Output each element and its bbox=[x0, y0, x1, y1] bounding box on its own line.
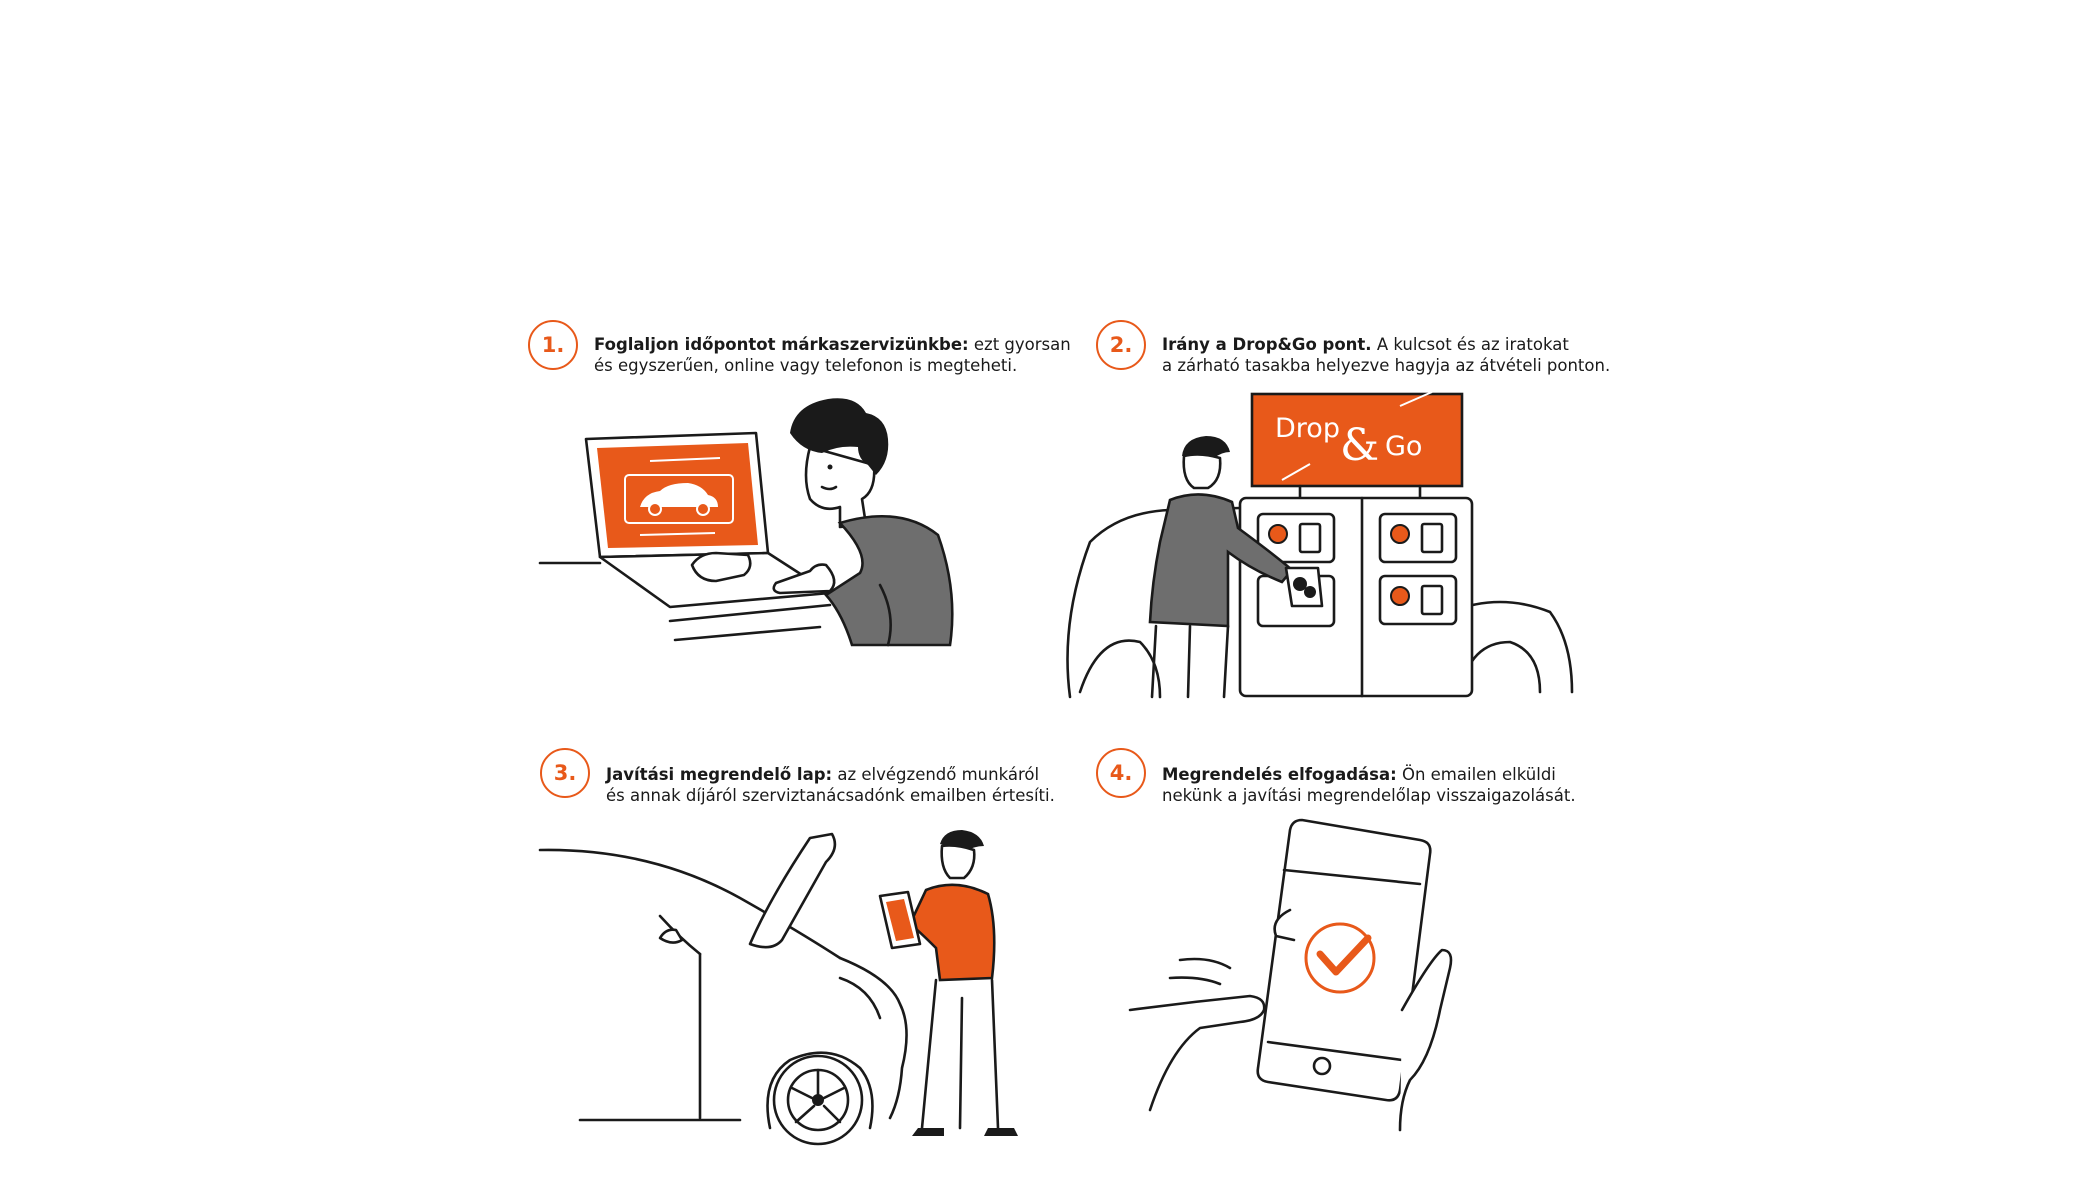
man-booking-on-laptop-illustration bbox=[538, 398, 954, 647]
sign-go-text: Go bbox=[1385, 431, 1422, 462]
step-text: Ön emailen elküldi bbox=[1396, 765, 1556, 784]
step-number-badge: 4. bbox=[1096, 748, 1146, 798]
step-title: Irány a Drop&Go pont. bbox=[1162, 335, 1372, 354]
step-number-badge: 3. bbox=[540, 748, 590, 798]
step-text: az elvégzendő munkáról bbox=[832, 765, 1040, 784]
step-caption: Megrendelés elfogadása: Ön emailen elkül… bbox=[1162, 764, 1722, 806]
step-number-badge: 2. bbox=[1096, 320, 1146, 370]
step-text-line-2: a zárható tasakba helyezve hagyja az átv… bbox=[1162, 356, 1611, 375]
step-number-badge: 1. bbox=[528, 320, 578, 370]
sign-ampersand: & bbox=[1340, 420, 1379, 471]
step-text-line-2: nekünk a javítási megrendelőlap visszaig… bbox=[1162, 786, 1576, 805]
step-text: ezt gyorsan bbox=[968, 335, 1071, 354]
advisor-with-tablet-at-car-illustration bbox=[538, 830, 1018, 1146]
step-caption: Javítási megrendelő lap: az elvégzendő m… bbox=[606, 764, 1166, 806]
step-title: Foglaljon időpontot márkaszervizünkbe: bbox=[594, 335, 969, 354]
step-title: Javítási megrendelő lap: bbox=[606, 765, 833, 784]
hand-holding-phone-checkmark-illustration bbox=[1128, 818, 1453, 1132]
drop-and-go-key-locker-illustration: Drop & Go bbox=[1066, 391, 1574, 699]
step-caption: Irány a Drop&Go pont. A kulcsot és az ir… bbox=[1162, 334, 1722, 376]
step-text-line-2: és egyszerűen, online vagy telefonon is … bbox=[594, 356, 1018, 375]
step-caption: Foglaljon időpontot márkaszervizünkbe: e… bbox=[594, 334, 1154, 376]
step-title: Megrendelés elfogadása: bbox=[1162, 765, 1397, 784]
sign-drop-text: Drop bbox=[1275, 413, 1340, 444]
step-text-line-2: és annak díjáról szerviztanácsadónk emai… bbox=[606, 786, 1055, 805]
step-text: A kulcsot és az iratokat bbox=[1371, 335, 1569, 354]
